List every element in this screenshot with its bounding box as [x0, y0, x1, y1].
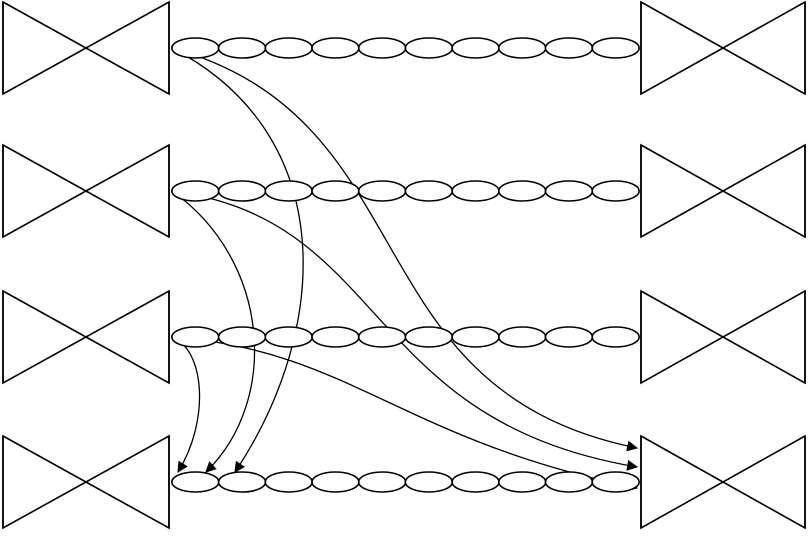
coupler-element-4-2 [217, 471, 267, 493]
coupler-element-1-4 [311, 37, 360, 59]
coupler-chain-3 [171, 326, 640, 348]
coupler-element-2-4 [311, 180, 360, 202]
coupler-element-3-3 [264, 326, 314, 348]
coupler-chain-1 [171, 37, 640, 59]
coupler-element-4-3 [264, 471, 314, 493]
crosstalk-arrow-row1-to-left-bottom [171, 47, 304, 473]
coupler-element-3-1 [171, 326, 220, 348]
coupler-element-2-9 [544, 180, 594, 202]
coupler-element-3-7 [451, 326, 500, 348]
coupler-element-3-10 [591, 326, 640, 348]
left-device-3 [2, 289, 170, 385]
waveguide-row-4 [2, 434, 806, 530]
coupler-element-3-4 [311, 326, 360, 348]
right-device-3-shape [640, 289, 806, 385]
coupler-element-4-10 [591, 471, 640, 493]
coupler-element-4-1 [171, 471, 220, 493]
coupler-element-4-8 [497, 471, 547, 493]
right-device-4-shape [640, 434, 806, 530]
coupler-chain-2 [171, 180, 640, 202]
left-device-4-shape [2, 434, 170, 530]
crosstalk-arrow-row2-to-right-bottom [171, 190, 639, 471]
coupler-element-4-4 [311, 471, 360, 493]
coupler-element-2-2 [217, 180, 267, 202]
waveguide-rows [2, 0, 806, 530]
crosstalk-links [171, 47, 639, 492]
coupler-element-4-6 [404, 471, 454, 493]
coupler-element-2-3 [264, 180, 314, 202]
left-device-2-shape [2, 143, 170, 239]
coupler-element-1-5 [357, 37, 407, 59]
waveguide-row-2 [2, 143, 806, 239]
right-device-2 [640, 143, 806, 239]
right-device-1-shape [640, 0, 806, 96]
left-device-1 [2, 0, 170, 96]
crosstalk-arrow-row3-to-left-bottom [171, 336, 201, 473]
crosstalk-arrow-row1-to-right-bottom [171, 47, 639, 452]
coupler-element-1-6 [404, 37, 454, 59]
coupler-element-2-10 [591, 180, 640, 202]
coupler-element-1-8 [497, 37, 547, 59]
crosstalk-arrow-row3-to-right-bottom [171, 336, 639, 492]
coupler-element-4-7 [451, 471, 500, 493]
left-device-4 [2, 434, 170, 530]
coupler-element-3-5 [357, 326, 407, 348]
coupler-chain-4 [171, 471, 640, 493]
left-device-3-shape [2, 289, 170, 385]
coupler-element-1-2 [217, 37, 267, 59]
left-device-1-shape [2, 0, 170, 96]
coupler-element-4-5 [357, 471, 407, 493]
coupler-element-1-10 [591, 37, 640, 59]
coupler-element-2-5 [357, 180, 407, 202]
coupler-element-4-9 [544, 471, 594, 493]
right-device-1 [640, 0, 806, 96]
coupler-element-3-8 [497, 326, 547, 348]
coupler-element-2-1 [171, 180, 220, 202]
right-device-2-shape [640, 143, 806, 239]
coupler-element-1-3 [264, 37, 314, 59]
right-device-3 [640, 289, 806, 385]
waveguide-row-3 [2, 289, 806, 385]
coupler-element-2-8 [497, 180, 547, 202]
coupler-element-2-7 [451, 180, 500, 202]
right-device-4 [640, 434, 806, 530]
coupler-element-3-2 [217, 326, 267, 348]
coupler-element-3-6 [404, 326, 454, 348]
coupler-element-1-9 [544, 37, 594, 59]
coupler-element-1-1 [171, 37, 220, 59]
waveguide-row-1 [2, 0, 806, 96]
coupler-element-2-6 [404, 180, 454, 202]
left-device-2 [2, 143, 170, 239]
coupler-element-3-9 [544, 326, 594, 348]
coupler-element-1-7 [451, 37, 500, 59]
